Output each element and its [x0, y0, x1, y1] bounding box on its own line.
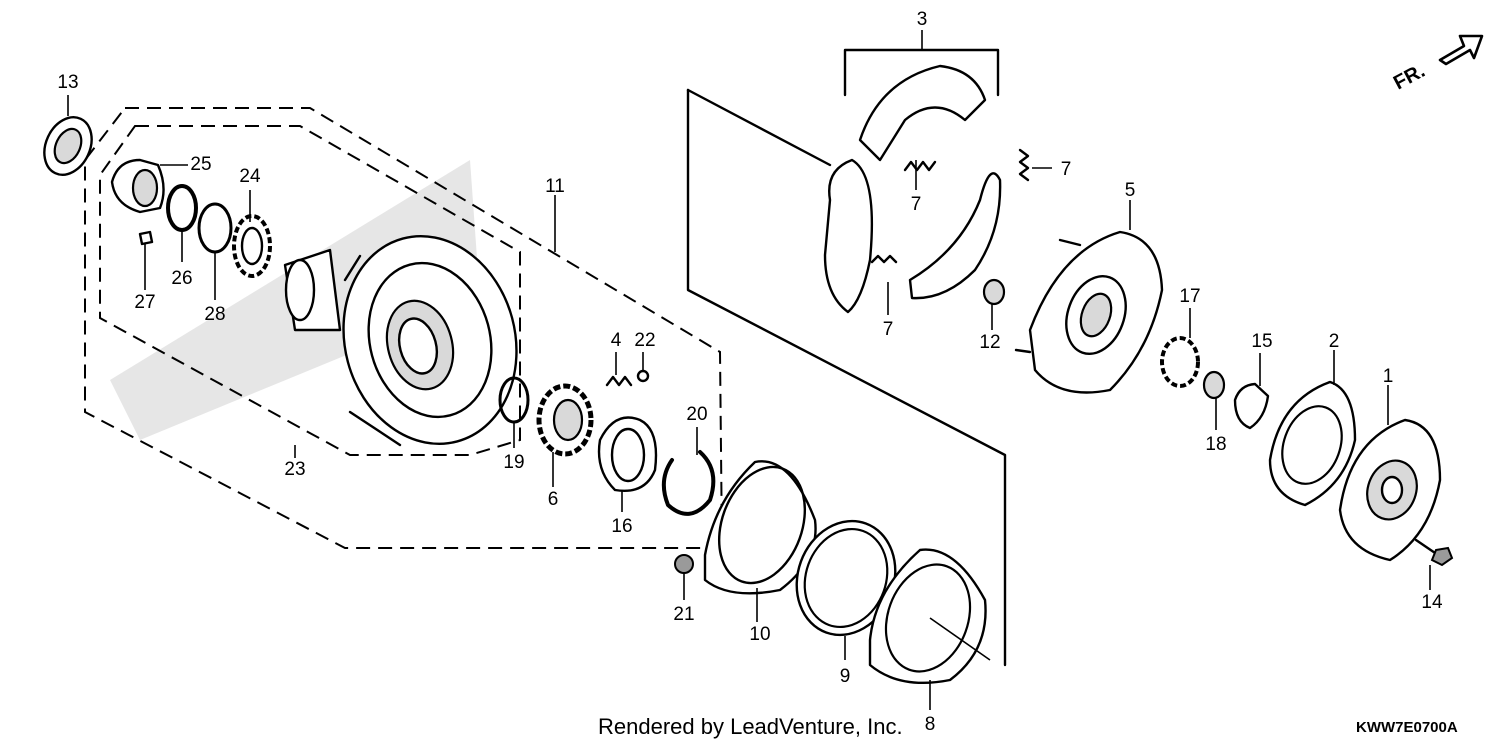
group-23-outline	[84, 107, 724, 549]
callout-19: 19	[503, 452, 524, 473]
front-direction-indicator: FR.	[1390, 34, 1484, 95]
callout-5: 5	[1125, 180, 1136, 201]
group-8-diagonal	[686, 88, 832, 167]
part-21-nut	[674, 554, 694, 574]
leader-lines	[67, 30, 1431, 710]
part-11-clutch-drum	[283, 235, 518, 447]
callout-21: 21	[673, 604, 694, 625]
callout-1: 1	[1383, 366, 1394, 387]
part-28-washer	[197, 202, 233, 254]
part-22-pin	[636, 369, 650, 383]
part-7-spring-c	[870, 254, 898, 264]
callout-2: 2	[1329, 331, 1340, 352]
footer-credit: Rendered by LeadVenture, Inc.	[598, 714, 903, 739]
callout-6: 6	[548, 489, 559, 510]
part-15-plate	[1233, 382, 1270, 430]
callout-22: 22	[634, 330, 655, 351]
callout-10: 10	[749, 624, 770, 645]
callout-17: 17	[1179, 286, 1200, 307]
part-25-bearing	[110, 158, 165, 214]
group-8-outline	[686, 88, 1007, 667]
callout-12: 12	[979, 332, 1000, 353]
callout-3: 3	[917, 9, 928, 30]
callout-27: 27	[134, 292, 155, 313]
part-5-drive-plate	[1014, 230, 1164, 394]
callout-16: 16	[611, 516, 632, 537]
callout-7c: 7	[883, 319, 894, 340]
callout-24: 24	[239, 166, 261, 187]
part-3-clutch-shoes	[823, 64, 1002, 314]
part-16-plate	[597, 416, 658, 492]
part-27-pin	[138, 230, 154, 246]
callout-23: 23	[284, 459, 305, 480]
part-7-spring-b	[1018, 148, 1030, 182]
part-2-gasket	[1268, 380, 1357, 507]
part-20-circlip	[661, 450, 716, 516]
callout-18: 18	[1205, 434, 1226, 455]
callout-4: 4	[611, 330, 622, 351]
callout-13: 13	[57, 72, 78, 93]
part-12-washer	[982, 278, 1006, 306]
part-1-cover	[1338, 418, 1442, 562]
part-9-o-ring-inner	[803, 527, 889, 629]
part-13-seal	[43, 116, 93, 176]
callout-11: 11	[545, 176, 565, 197]
part-8-cover-gasket	[868, 548, 987, 685]
part-10-gasket	[703, 460, 817, 595]
front-arrow-icon	[1438, 34, 1484, 66]
callout-9: 9	[840, 666, 851, 687]
part-6-one-way-clutch	[536, 383, 594, 457]
part-4-spring	[605, 375, 633, 387]
part-18-washer	[1202, 370, 1226, 400]
front-label: FR.	[1390, 60, 1429, 95]
callout-labels: 13 25 24 26 27 28 11 23 4 22 19 6 20 16 …	[57, 9, 1443, 735]
callout-28: 28	[204, 304, 225, 325]
part-24-gear	[232, 214, 272, 278]
diagram-code: KWW7E0700A	[1356, 719, 1458, 736]
callout-15: 15	[1251, 331, 1272, 352]
callout-7a: 7	[911, 194, 922, 215]
part-26-circlip	[166, 184, 198, 232]
part-7-spring-a	[903, 160, 937, 172]
callout-8: 8	[925, 714, 936, 735]
group-inner-outline	[99, 125, 521, 456]
part-14-bolt	[1414, 538, 1454, 567]
callout-26: 26	[171, 268, 192, 289]
callout-20: 20	[686, 404, 707, 425]
callout-25: 25	[190, 154, 211, 175]
callout-14: 14	[1421, 592, 1443, 613]
part-17-nut	[1160, 336, 1200, 388]
callout-7b: 7	[1061, 159, 1072, 180]
